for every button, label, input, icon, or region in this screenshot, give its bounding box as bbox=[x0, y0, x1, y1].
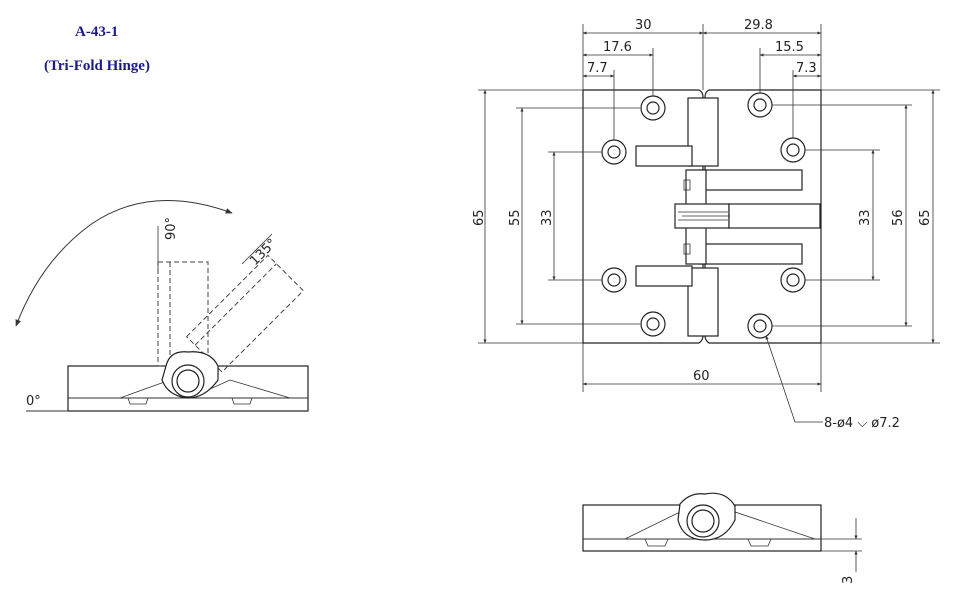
product-name: (Tri-Fold Hinge) bbox=[44, 58, 150, 74]
mount-holes bbox=[601, 92, 806, 339]
dim-left-width: 30 bbox=[635, 18, 652, 33]
dim-left-outer-hole: 17.6 bbox=[603, 40, 632, 55]
dim-outer-holes-left: 55 bbox=[508, 209, 523, 226]
dim-right-outer-hole: 15.5 bbox=[775, 40, 804, 55]
side-pivot-inner bbox=[176, 369, 200, 393]
rotation-arc bbox=[15, 200, 233, 327]
model-number: A-43-1 bbox=[75, 24, 119, 40]
dim-outer-holes-right: 56 bbox=[891, 209, 906, 226]
dim-inner-holes-left: 33 bbox=[540, 209, 555, 226]
hole-callout-leader bbox=[765, 335, 823, 423]
front-pivot-inner bbox=[691, 509, 715, 533]
dim-total-width: 60 bbox=[693, 369, 710, 384]
front-view: 3 bbox=[582, 492, 862, 584]
hole-callout: 8-ø4 ⌵ ø7.2 bbox=[824, 416, 900, 431]
top-view: 30 29.8 17.6 15.5 7.7 7.3 65 55 33 bbox=[472, 18, 940, 431]
dim-right-inner-hole: 7.3 bbox=[796, 61, 817, 76]
dim-inner-holes-right: 33 bbox=[858, 209, 873, 226]
angle-135-label: 135° bbox=[247, 236, 280, 269]
side-view: 0° 90° 135° bbox=[15, 200, 309, 412]
dim-height-left: 65 bbox=[472, 209, 487, 226]
angle-90-label: 90° bbox=[164, 217, 179, 240]
dim-height-right: 65 bbox=[918, 209, 933, 226]
dim-left-inner-hole: 7.7 bbox=[587, 61, 608, 76]
angle-0-label: 0° bbox=[26, 394, 41, 409]
dim-thickness: 3 bbox=[841, 576, 856, 584]
dim-right-width: 29.8 bbox=[744, 18, 773, 33]
leaf-90 bbox=[157, 261, 209, 367]
